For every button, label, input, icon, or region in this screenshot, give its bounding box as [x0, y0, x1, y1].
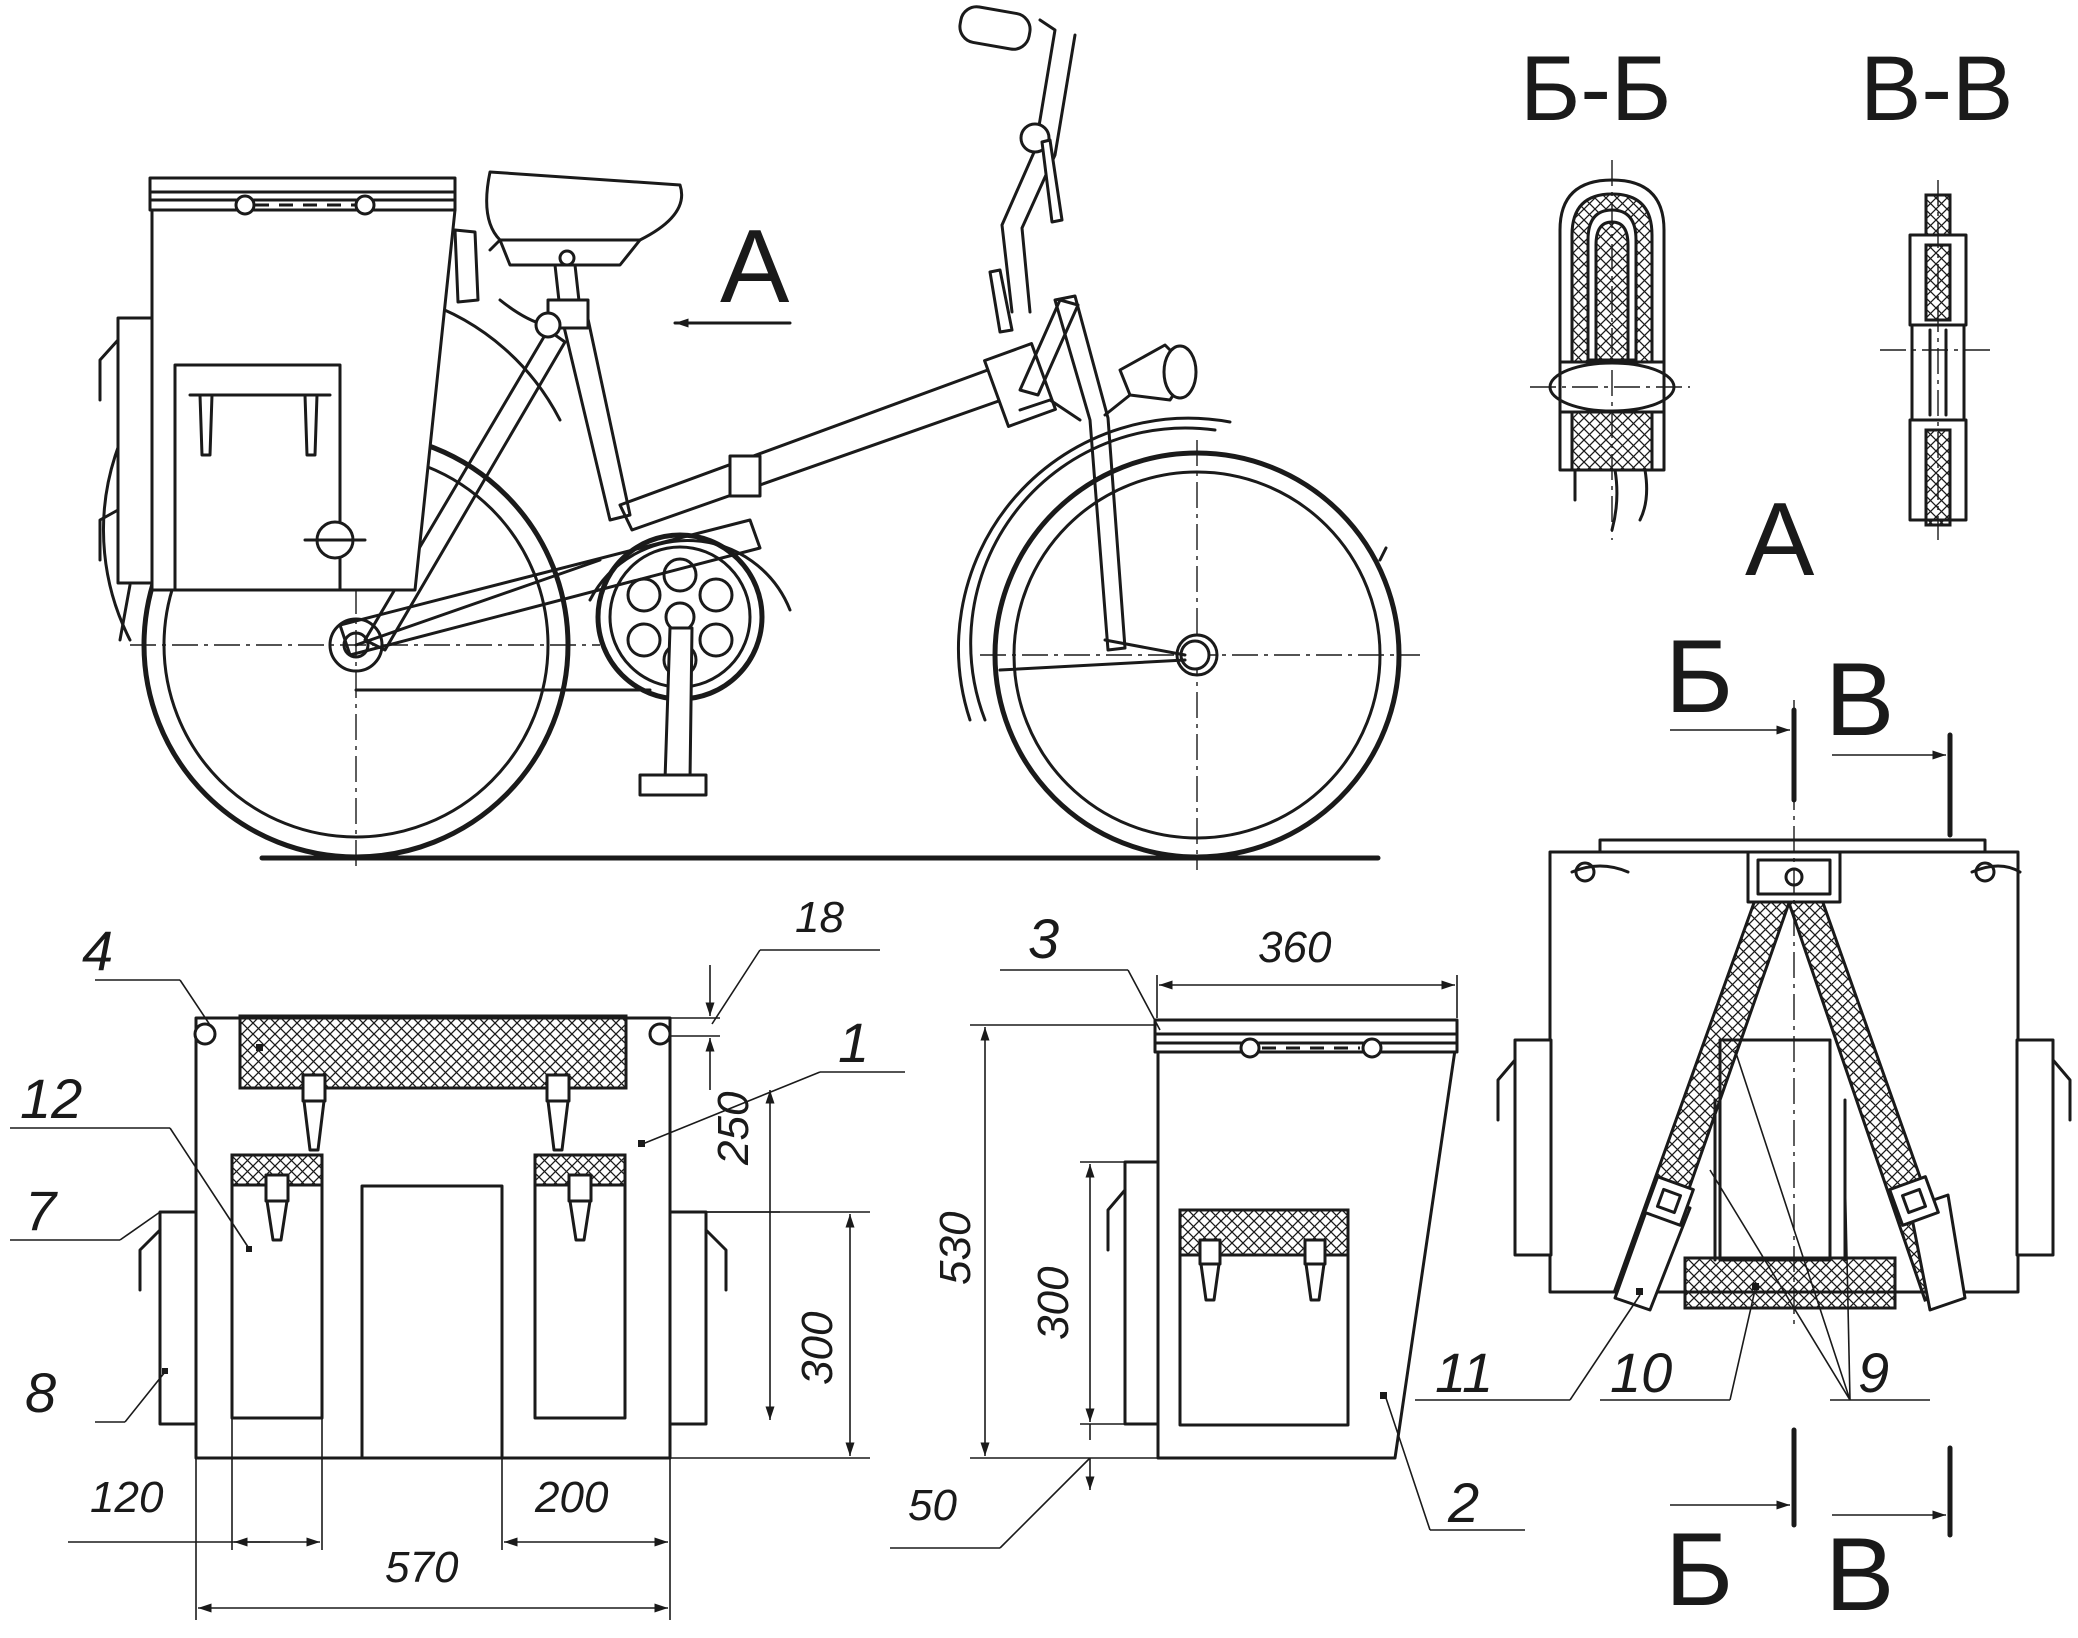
view-arrow-label: А	[720, 209, 790, 325]
section-v-v: В-В	[1860, 38, 2013, 540]
basket-side-view: 360 530 300 50 3 2	[890, 907, 1525, 1549]
bicycle-side-view: А	[98, 5, 1420, 870]
part-label-7: 7	[25, 1179, 58, 1242]
dim-300-side: 300	[1029, 1266, 1078, 1340]
dim-360: 360	[1258, 923, 1332, 972]
dim-300-front: 300	[793, 1311, 842, 1385]
part-label-10: 10	[1610, 1341, 1672, 1404]
buckle-icon	[264, 1173, 290, 1242]
buckle-icon	[1303, 1238, 1327, 1302]
section-b-b: Б-Б	[1520, 38, 1690, 540]
cut-b-bottom: Б	[1665, 1512, 1733, 1628]
chainring-crank	[354, 532, 792, 797]
part-label-3: 3	[1028, 907, 1059, 970]
dim-530: 530	[931, 1211, 980, 1285]
part-label-8: 8	[25, 1361, 56, 1424]
saddle	[453, 170, 684, 339]
cut-v-top: В	[1825, 642, 1894, 758]
basket-back-view-a: А	[1415, 482, 2072, 1633]
part-label-11: 11	[1435, 1341, 1493, 1404]
headlight	[1103, 343, 1198, 417]
buckle-icon	[567, 1173, 593, 1242]
dim-18: 18	[795, 893, 844, 942]
view-a-label: А	[1745, 482, 1815, 598]
cut-v-bottom: В	[1825, 1517, 1894, 1633]
buckle-icon	[1198, 1238, 1222, 1302]
dim-570: 570	[385, 1543, 459, 1592]
part-label-1: 1	[838, 1011, 869, 1074]
dim-120: 120	[90, 1473, 164, 1522]
basket-front-view: 18 250 300 120 200 570 4 12 7 8 1	[10, 893, 905, 1620]
buckle-icon	[301, 1073, 327, 1152]
part-label-12: 12	[20, 1067, 82, 1130]
cut-b-top: Б	[1665, 619, 1733, 735]
section-v-title: В-В	[1860, 38, 2013, 140]
view-arrow-a: А	[673, 209, 792, 328]
buckle-icon	[545, 1073, 571, 1152]
frame	[338, 294, 1211, 672]
dim-200: 200	[534, 1473, 609, 1522]
part-label-2: 2	[1447, 1471, 1479, 1534]
dim-50: 50	[908, 1481, 957, 1530]
part-label-4: 4	[82, 919, 113, 982]
dim-250: 250	[709, 1091, 758, 1166]
section-b-title: Б-Б	[1520, 38, 1671, 140]
handlebar	[958, 5, 1082, 422]
rear-basket	[98, 176, 457, 642]
part-label-9: 9	[1858, 1341, 1889, 1404]
